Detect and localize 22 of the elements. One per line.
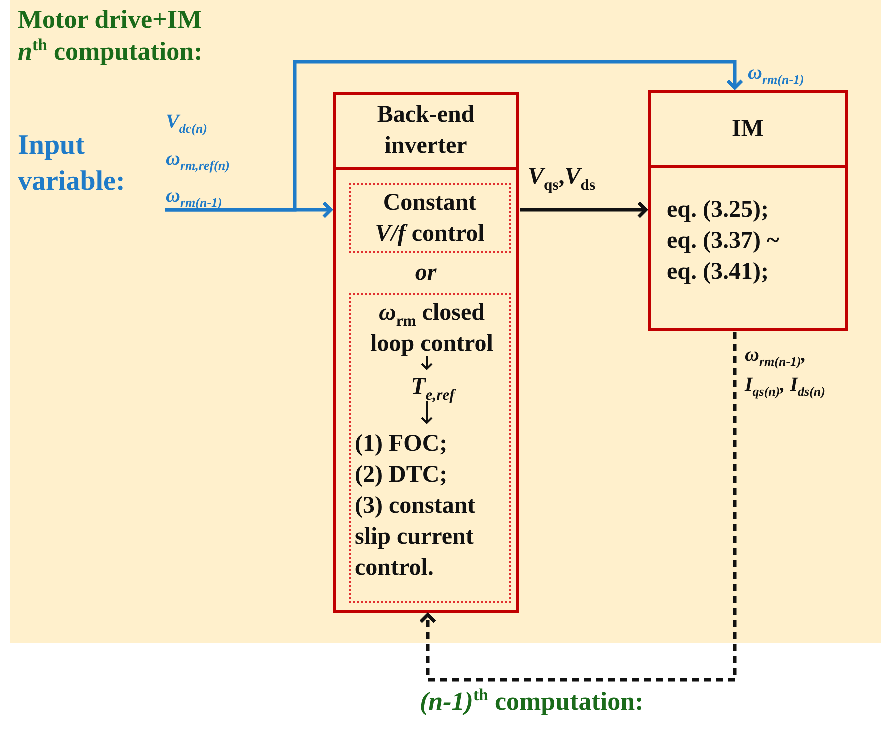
- dashed-group-box: [349, 293, 511, 603]
- process-box: [333, 92, 519, 613]
- box-heading: Back-end inverter: [336, 95, 516, 170]
- input-variable-list: V$_{dc(n)}$ ω$_{rm,ref(n)}$ ω$_{rm(n-1)}$: [162, 104, 298, 210]
- arrow: [419, 332, 737, 682]
- arrow: [165, 60, 744, 212]
- dashed-group-box: [349, 183, 511, 253]
- panel-title: Motor drive+IM n$^{th}$ computation:: [18, 4, 204, 68]
- control-text: (1) FOC; (2) DTC; (3) constant slip current control.: [355, 429, 509, 601]
- connector-word: or: [414, 259, 438, 288]
- process-box: [648, 90, 848, 331]
- arrow: [421, 356, 433, 370]
- control-text: T$_{e,ref}$: [393, 375, 473, 405]
- equation-text: eq. (3.25); eq. (3.37) ~ eq. (3.41);: [667, 196, 780, 287]
- background-panel: [10, 0, 881, 643]
- arrow: [421, 401, 433, 424]
- control-text: ω$_{rm}$ closed loop control: [355, 298, 509, 360]
- control-text: Constant V/f control: [374, 189, 486, 249]
- box-heading: IM: [651, 93, 845, 168]
- footer-note: (n-1)$^{th}$ computation:: [420, 685, 644, 718]
- arrow: [520, 201, 648, 219]
- input-heading: Input variable:: [18, 129, 126, 199]
